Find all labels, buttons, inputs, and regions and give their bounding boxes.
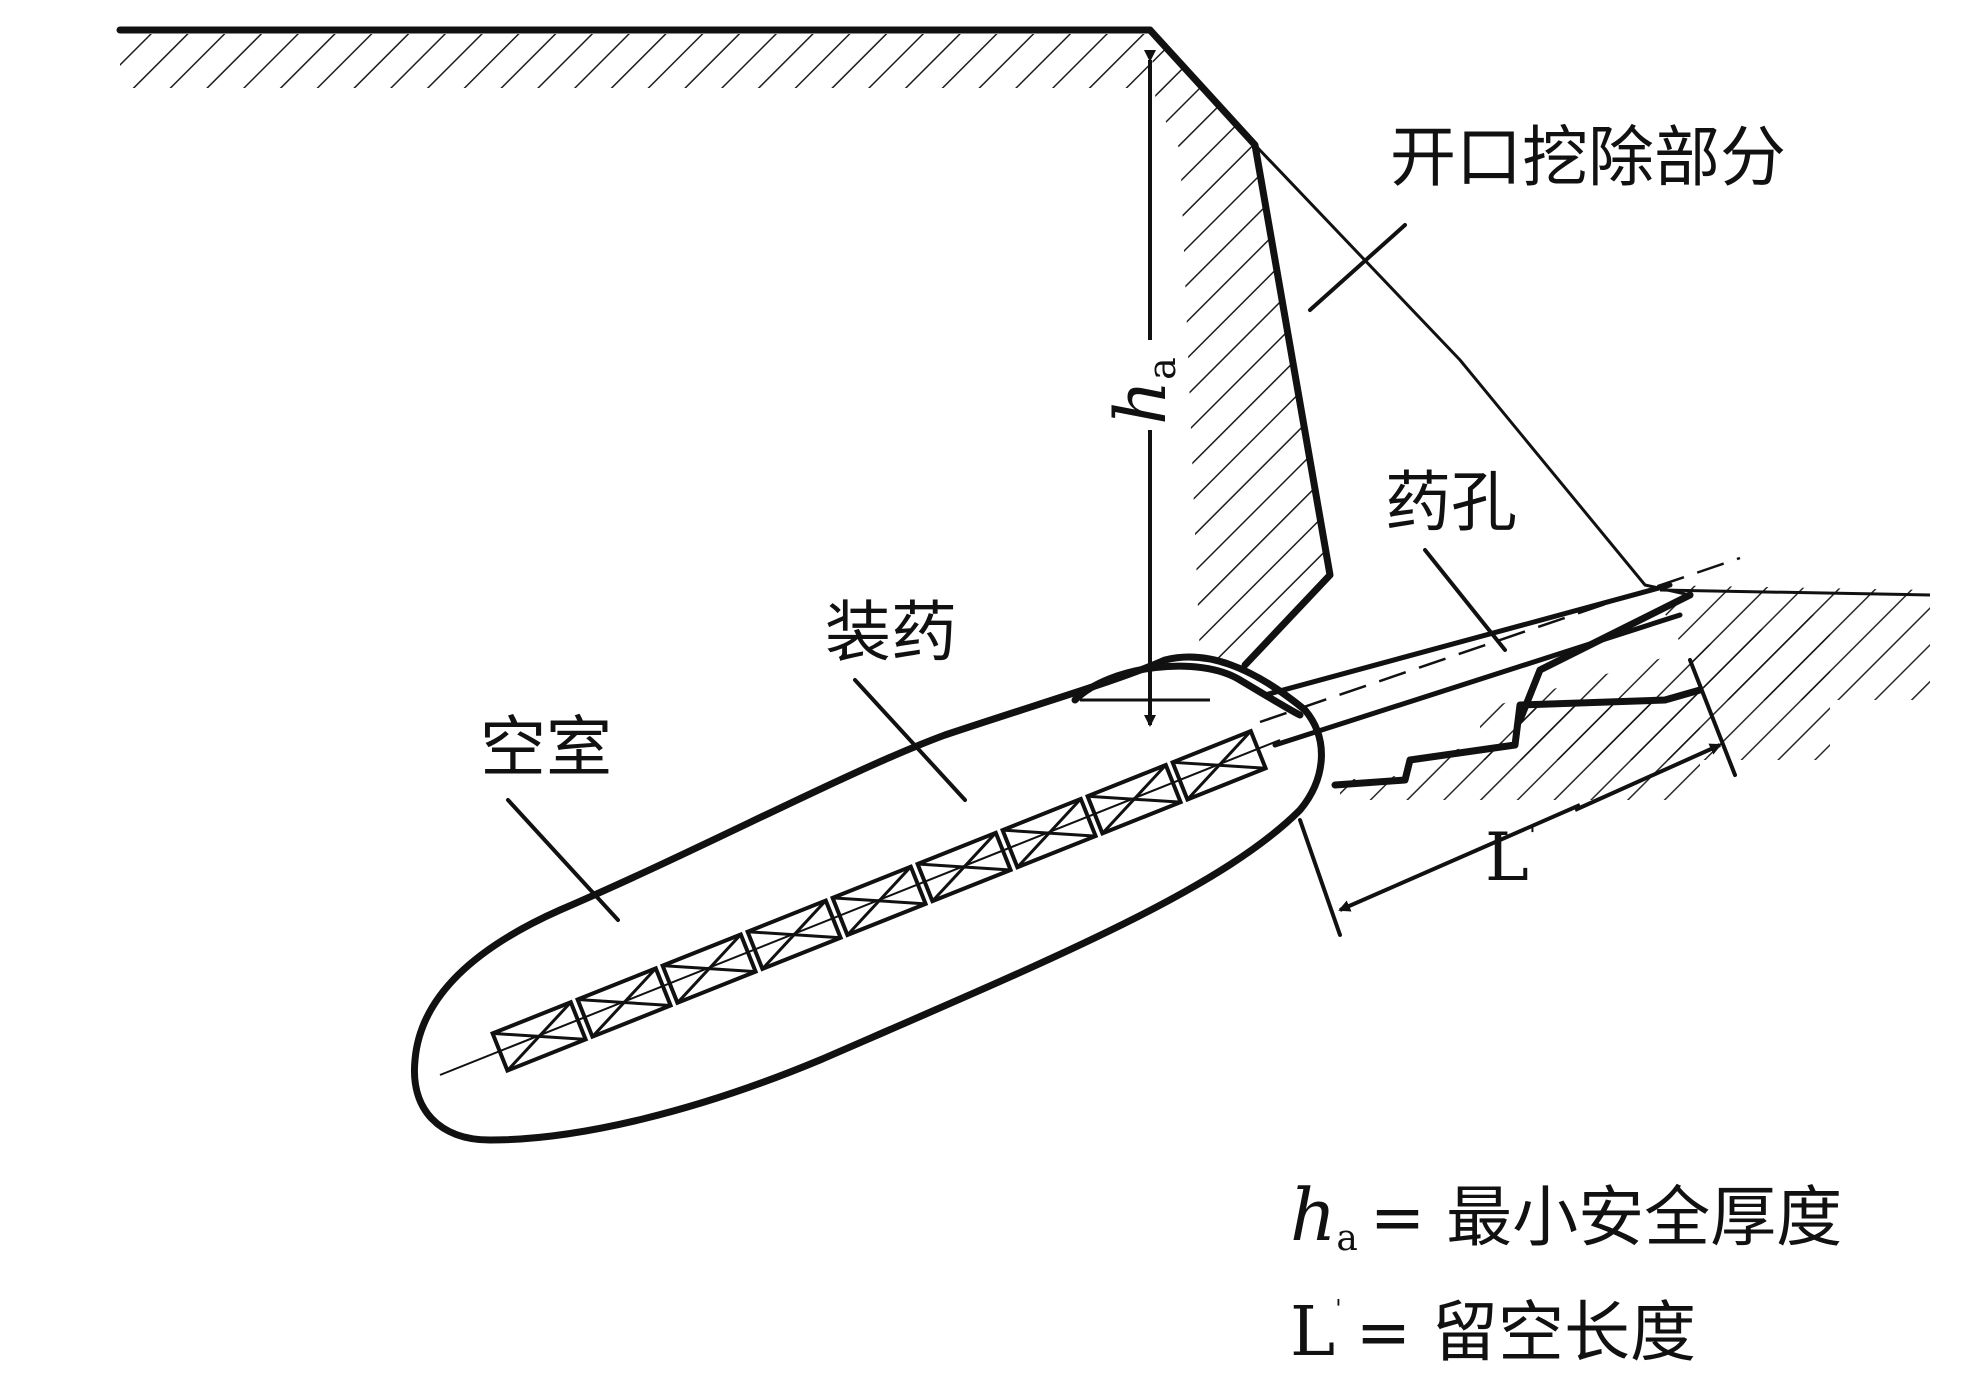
ground-surface xyxy=(116,26,1154,88)
ha-label: ha xyxy=(1100,357,1184,425)
l-label: L' xyxy=(1485,819,1536,896)
hole-label: 药孔 xyxy=(1385,464,1517,541)
charge-cartridge-cross xyxy=(492,1001,586,1072)
charge-cartridge-cross xyxy=(1002,797,1096,869)
charge-cartridge-cross xyxy=(747,899,841,970)
l-dimension xyxy=(1298,658,1737,937)
excavation-label: 开口挖除部分 xyxy=(1390,119,1786,196)
excavation-leader xyxy=(1308,223,1407,312)
legend: ha= 最小安全厚度 L'= 留空长度 xyxy=(1290,1173,1842,1372)
drill-hole xyxy=(1259,556,1741,748)
charge-cartridge-cross xyxy=(1087,764,1181,835)
legend-ha-row: ha= 最小安全厚度 xyxy=(1290,1173,1842,1259)
charge-label: 装药 xyxy=(825,594,957,671)
charge-cartridge-cross xyxy=(917,831,1011,903)
chamber-leader xyxy=(506,798,620,922)
chamber-outline xyxy=(410,653,1325,1144)
chamber-label: 空室 xyxy=(480,709,612,786)
charge-cartridge-cross xyxy=(577,967,671,1038)
charge-cartridge-cross xyxy=(662,933,756,1004)
explosive-charge xyxy=(439,728,1281,1076)
legend-l-row: L'= 留空长度 xyxy=(1290,1293,1696,1372)
excavation-slope xyxy=(1146,26,1334,669)
chamber-dome xyxy=(1071,662,1304,719)
charge-cartridge-cross xyxy=(832,865,926,937)
stemming-steps xyxy=(1331,686,1704,800)
hole-leader xyxy=(1423,548,1507,652)
charge-leader xyxy=(853,678,967,802)
charge-cartridge-cross xyxy=(1172,730,1266,801)
